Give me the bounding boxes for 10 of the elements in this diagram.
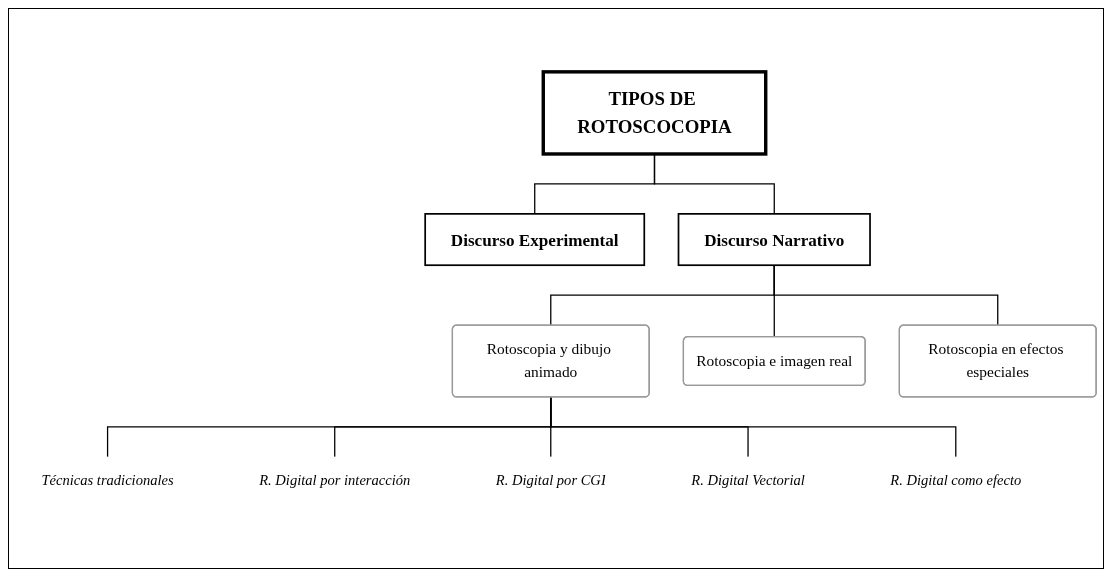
node-text: R. Digital como efecto — [890, 472, 1022, 489]
node-text: Técnicas tradicionales — [41, 472, 174, 489]
node-box: TIPOS DE ROTOSCOCOPIA — [541, 70, 768, 157]
node-text: R. Digital Vectorial — [691, 472, 805, 489]
node-text: R. Digital por interacción — [259, 472, 411, 489]
node-box: Discurso Narrativo — [677, 213, 871, 267]
connector — [773, 264, 999, 327]
node-box: Discurso Experimental — [424, 213, 646, 267]
node-text: R. Digital por CGI — [495, 472, 606, 489]
connector — [550, 396, 957, 458]
